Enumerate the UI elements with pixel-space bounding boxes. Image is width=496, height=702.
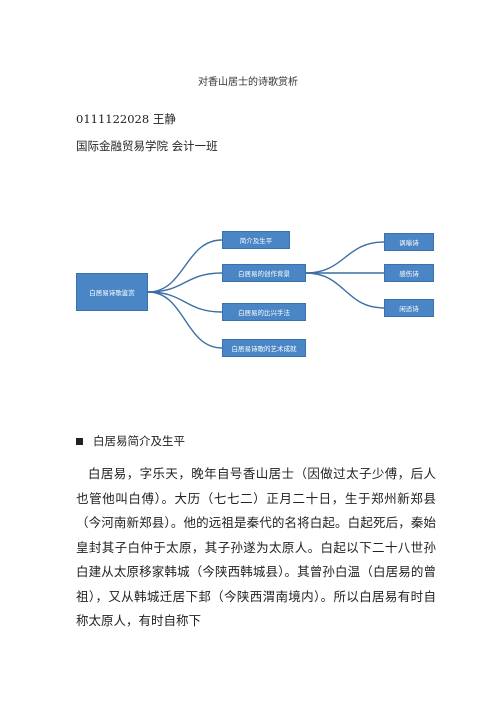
connector-branch-leaf-3 [305, 272, 385, 309]
biography-paragraph: 白居易，字乐天，晚年自号香山居士（因做过太子少傅，后人也管他叫白傅）。大历（七七… [76, 466, 436, 628]
connector-branch-leaf-1 [305, 241, 385, 274]
mindmap-branch-intro: 简介及生平 [222, 231, 290, 249]
mindmap-leaf-sentiment: 感伤诗 [384, 264, 434, 282]
section-heading: 白居易简介及生平 [76, 433, 185, 449]
mindmap-branch-technique: 白居易的比兴手法 [222, 303, 306, 321]
mindmap-leaf-leisure: 闲适诗 [384, 299, 434, 317]
connector-root-branch-4 [147, 291, 223, 349]
section-heading-text: 白居易简介及生平 [93, 434, 185, 448]
mindmap-leaf-satire: 讽喻诗 [384, 233, 434, 251]
school-class: 国际金融贸易学院 会计一班 [76, 139, 218, 153]
student-id-name: 0111122028 王静 [76, 112, 176, 126]
mindmap-branch-achievement: 白居易诗歌的艺术成就 [222, 339, 306, 357]
connector-root-branch-3 [147, 291, 223, 313]
mindmap-branch-background: 白居易的创作背景 [222, 264, 306, 282]
connector-root-branch-1 [147, 239, 223, 293]
document-title: 对香山居士的诗歌赏析 [198, 77, 298, 88]
mindmap-root-node: 白居易诗歌鉴赏 [76, 273, 148, 311]
square-bullet-icon [76, 437, 83, 445]
connector-root-branch-2 [147, 272, 223, 293]
